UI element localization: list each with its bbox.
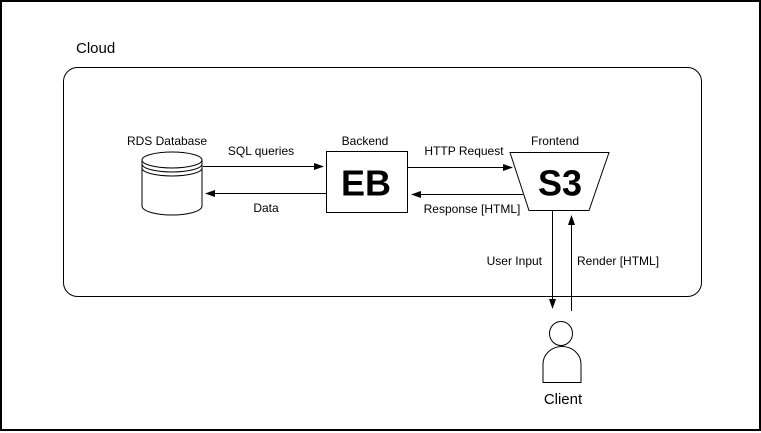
rds-database-node: RDS Database [127, 134, 207, 216]
client-label: Client [544, 391, 583, 408]
frontend-label: Frontend [531, 134, 579, 148]
sql-queries-label: SQL queries [228, 144, 294, 158]
eb-abbrev-text: EB [341, 163, 391, 204]
edge-sql-queries: SQL queries [203, 144, 324, 170]
client-actor: Client [542, 321, 583, 408]
user-input-label: User Input [487, 254, 543, 268]
database-cylinder-ring1 [141, 163, 203, 173]
database-cylinder-icon [141, 151, 203, 216]
database-cylinder-ring2 [141, 167, 203, 177]
cloud-label: Cloud [76, 40, 115, 57]
eb-box [326, 151, 408, 213]
s3-abbrev-text: S3 [538, 163, 582, 204]
person-body-icon [542, 346, 582, 383]
s3-trapezoid [509, 152, 610, 211]
render-html-label: Render [HTML] [577, 254, 659, 268]
edge-response-html: Response [HTML] [411, 191, 523, 216]
rds-database-label: RDS Database [127, 134, 207, 148]
edge-http-request: HTTP Request [408, 144, 513, 171]
s3-frontend-node: S3 Frontend [509, 134, 610, 211]
eb-backend-node: EB Backend [326, 134, 408, 213]
edge-data: Data [205, 190, 327, 215]
edge-render-html: Render [HTML] [568, 215, 659, 311]
database-cylinder-top-arc [141, 159, 203, 169]
response-html-label: Response [HTML] [424, 202, 521, 216]
edge-user-input: User Input [487, 211, 556, 309]
backend-label: Backend [342, 134, 389, 148]
data-label: Data [253, 201, 279, 215]
http-request-label: HTTP Request [424, 144, 504, 158]
person-head-icon [549, 321, 573, 346]
